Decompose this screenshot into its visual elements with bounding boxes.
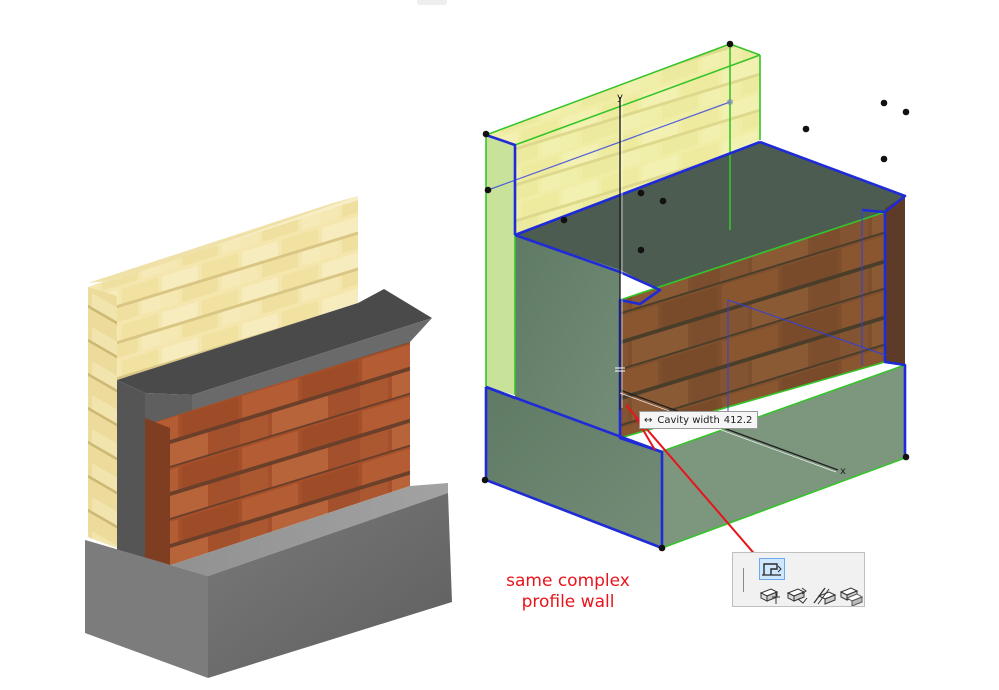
edit-profile-offset-icon: [762, 563, 782, 576]
caption-line-1: same complex: [506, 571, 630, 591]
offset-surface-button[interactable]: [838, 584, 864, 606]
right-cap-drop: [515, 235, 620, 438]
offset-surface-icon: [839, 587, 864, 606]
offset-all-button[interactable]: [784, 584, 810, 606]
left-wall-model: [85, 196, 452, 678]
right-brick-leaf-front: [620, 212, 885, 438]
right-block-leaf-front: [486, 44, 760, 395]
tooltip-label: Cavity width: [657, 415, 720, 426]
axes-highlight: [619, 97, 837, 473]
offset-edge-icon: [813, 587, 837, 605]
left-foundation-side: [85, 540, 208, 678]
hotspot-nodes[interactable]: [481, 40, 910, 552]
right-cap-top: [515, 142, 905, 290]
annotation-caption: same complex profile wall: [488, 571, 648, 613]
origin-marker: [615, 367, 625, 372]
left-block-leaf-side: [88, 287, 117, 548]
left-cap-top: [117, 289, 432, 395]
tooltip-value: 412.2: [723, 415, 753, 426]
y-axis-label: y: [617, 92, 623, 103]
left-brick-leaf-side: [145, 418, 170, 568]
left-cap-drop: [117, 380, 145, 565]
top-bar-mark: [417, 0, 447, 5]
pet-palette: [732, 552, 865, 607]
blue-helper-lines: [487, 101, 886, 420]
ghost-nodes: [727, 99, 733, 105]
offset-all-icon: [786, 587, 808, 604]
left-foundation-front: [208, 493, 452, 678]
offset-node-button[interactable]: [757, 584, 783, 606]
offset-edge-button[interactable]: [811, 584, 837, 606]
right-foundation-right: [662, 365, 905, 548]
right-brick-overlay: [620, 212, 885, 438]
left-block-leaf-top-edge: [88, 196, 358, 283]
right-wall-model: y x: [481, 40, 910, 572]
left-block-leaf-front: [88, 200, 358, 548]
right-block-leaf-side: [486, 135, 515, 395]
right-block-highlight-overlay: [486, 44, 760, 395]
right-foundation-front: [486, 387, 662, 548]
x-axis-label: x: [840, 466, 846, 477]
horizontal-double-arrow-icon: ↔: [644, 415, 653, 426]
caption-line-2: profile wall: [521, 592, 615, 612]
offset-node-icon: [759, 588, 780, 604]
left-foundation-top: [85, 483, 448, 576]
right-brick-leaf-side: [885, 196, 905, 365]
profile-axes: [619, 97, 839, 471]
left-brick-leaf-front: [145, 342, 410, 566]
edit-profile-offset-button[interactable]: [759, 558, 785, 580]
palette-separator: [743, 568, 744, 592]
